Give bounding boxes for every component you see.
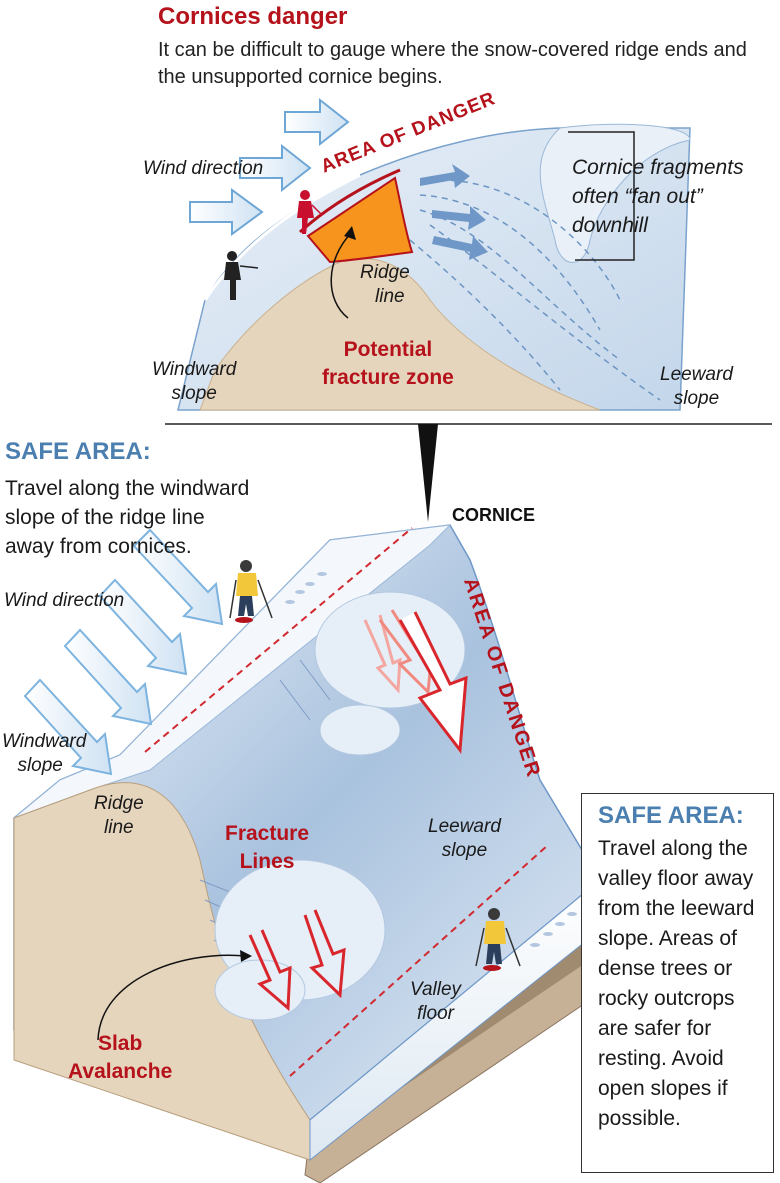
top-windward-slope-label: Windward slope (152, 359, 237, 404)
windward-danger-boundary (144, 527, 413, 753)
fragment-arrows (420, 164, 488, 260)
bottom-windward-slope-label: Windward slope (2, 731, 87, 776)
snowshoe-tracks (285, 572, 577, 947)
page-subtitle: It can be difficult to gauge where the s… (158, 39, 747, 88)
earth-cut (13, 782, 311, 1161)
cornice-pointer (418, 424, 438, 522)
potential-fracture-zone-label: Potential fracture zone (322, 338, 454, 389)
avalanche-arrows (248, 609, 468, 1012)
fracture-lines-label: Fracture Lines (225, 822, 310, 873)
top-wind-arrows (189, 97, 350, 236)
hiker-black-icon (224, 251, 259, 300)
danger-line (298, 168, 401, 234)
note-bracket (568, 131, 635, 261)
top-ridge-line-label: Ridge line (360, 262, 410, 307)
bottom-slope-diagram (13, 524, 601, 1183)
snowshoer-upper-icon (229, 560, 273, 623)
potential-fracture-zone (306, 176, 414, 264)
bottom-leeward-slope-label: Leeward slope (428, 816, 501, 861)
snowshoer-lower-icon (475, 908, 521, 971)
page-title: Cornices danger (158, 3, 348, 30)
valley-danger-boundary (289, 844, 549, 1077)
safe-area-right-heading: SAFE AREA: (598, 802, 744, 829)
hiker-red-icon (297, 190, 323, 234)
bottom-wind-direction-label: Wind direction (4, 590, 125, 611)
cornice-label: CORNICE (452, 505, 536, 525)
top-ridge-diagram (165, 97, 772, 522)
safe-area-left-heading: SAFE AREA: (5, 438, 151, 465)
earth-ridge (199, 257, 601, 411)
safe-area-left-text: Travel along the windward slope of the r… (5, 477, 250, 558)
safe-area-right-text: Travel along the valley floor away from … (598, 837, 755, 1130)
cornice-overhang (539, 123, 691, 263)
fragments-note: Cornice fragments often “fan out” downhi… (572, 156, 744, 237)
safe-area-right-box: SAFE AREA: Travel along the valley floor… (581, 793, 774, 1173)
valley-floor-label: Valley floor (410, 979, 462, 1024)
bottom-wind-arrows (23, 528, 224, 776)
top-leeward-slope-label: Leeward slope (660, 364, 733, 409)
top-wind-direction-label: Wind direction (143, 158, 264, 179)
bottom-ridge-line-label: Ridge line (94, 793, 144, 838)
slab-avalanche-label: Slab Avalanche (68, 1032, 173, 1083)
